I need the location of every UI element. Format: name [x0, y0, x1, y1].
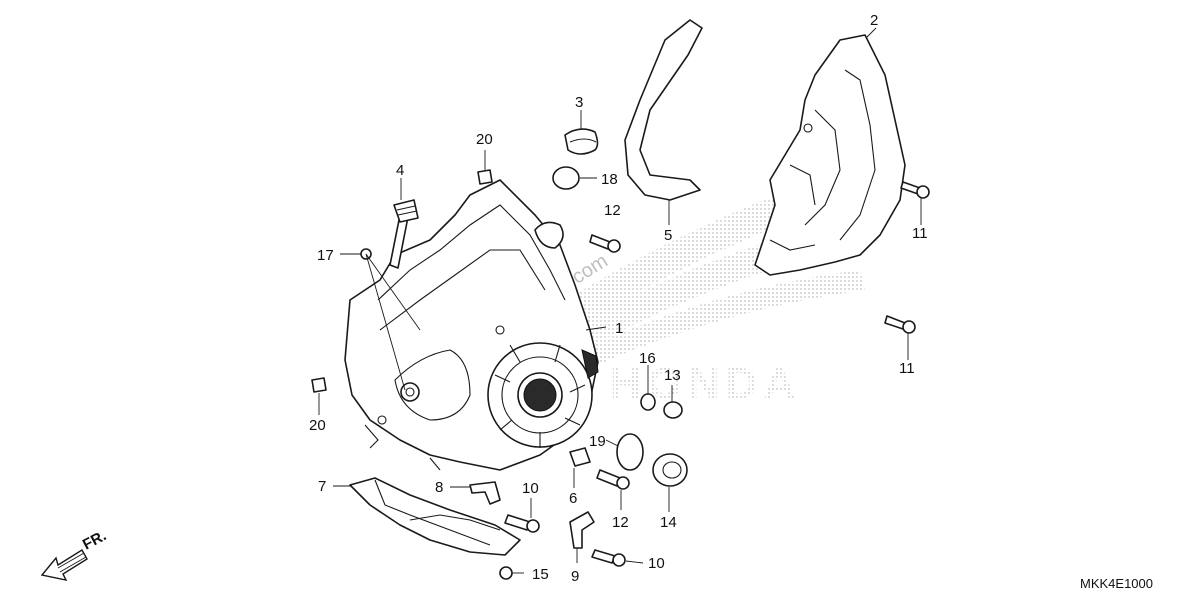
oil-filler-cap-part-3[interactable]: [564, 128, 599, 155]
callout-11b: 11: [899, 360, 915, 377]
callout-20b: 20: [309, 417, 326, 434]
callout-11a: 11: [912, 225, 928, 242]
generator-cover-part-1[interactable]: [344, 179, 599, 471]
callout-3: 3: [575, 94, 583, 111]
o-ring-part-18[interactable]: [552, 166, 580, 190]
callout-labels: 1 2 3 4 5 6 7 8 9 10 10 11 11 12 12 13 1…: [309, 12, 928, 585]
callout-4: 4: [396, 162, 404, 179]
dowel-pin-part-20a[interactable]: [477, 169, 493, 185]
callout-2: 2: [870, 12, 878, 29]
callout-18: 18: [601, 171, 618, 188]
callout-12a: 12: [604, 202, 621, 219]
callout-5: 5: [664, 227, 672, 244]
bracket-part-9[interactable]: [569, 511, 595, 549]
callout-15: 15: [532, 566, 549, 583]
dowel-pin-part-20b[interactable]: [311, 377, 327, 393]
cap-part-14[interactable]: [652, 453, 688, 487]
callout-13: 13: [664, 367, 681, 384]
gasket-part-5[interactable]: [624, 19, 703, 201]
timing-hole-bolt-part-4[interactable]: [389, 199, 419, 269]
callout-20a: 20: [476, 131, 493, 148]
callout-1: 1: [615, 320, 623, 337]
bolt-part-11a[interactable]: [900, 181, 930, 199]
callout-16: 16: [639, 350, 656, 367]
o-ring-part-19[interactable]: [616, 433, 644, 471]
o-ring-part-16[interactable]: [640, 393, 656, 411]
bolt-part-12a[interactable]: [589, 234, 621, 253]
bolt-part-11b[interactable]: [884, 315, 916, 334]
callout-8: 8: [435, 479, 443, 496]
callout-6: 6: [569, 490, 577, 507]
bolt-part-15[interactable]: [499, 566, 513, 580]
callout-9: 9: [571, 568, 579, 585]
sprocket-cover-part-2[interactable]: [754, 34, 906, 276]
diagram-code: MKK4E1000: [1080, 576, 1153, 591]
callout-10b: 10: [648, 555, 665, 572]
callout-17: 17: [317, 247, 334, 264]
front-direction-label: FR.: [80, 527, 109, 553]
callout-10a: 10: [522, 480, 539, 497]
leader-lines: [318, 27, 922, 574]
plug-part-13[interactable]: [663, 401, 683, 419]
bracket-part-8[interactable]: [469, 481, 501, 505]
callout-7: 7: [318, 478, 326, 495]
callout-12b: 12: [612, 514, 629, 531]
callout-19: 19: [589, 433, 606, 450]
callout-14: 14: [660, 514, 677, 531]
bolt-part-12b[interactable]: [596, 469, 630, 490]
clip-part-6[interactable]: [569, 447, 591, 467]
under-guard-part-7[interactable]: [349, 477, 521, 556]
front-direction-arrow: FR.: [40, 527, 109, 581]
bolt-part-10a[interactable]: [504, 514, 540, 533]
bolt-part-10b[interactable]: [591, 549, 626, 567]
